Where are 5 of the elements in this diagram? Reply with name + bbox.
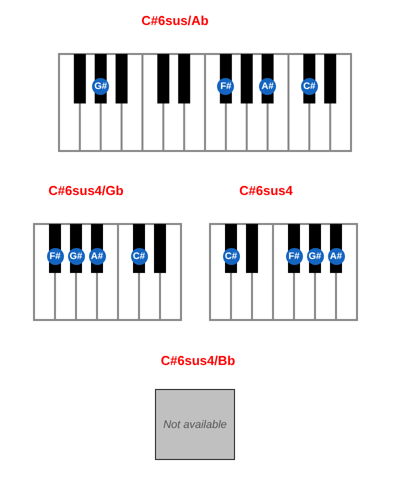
chord-name: C#6sus/Ab	[141, 13, 209, 28]
chord-name: C#6sus4/Gb	[48, 183, 124, 198]
chord-name: C#6sus4	[239, 183, 293, 198]
chord-name: C#6sus4/Bb	[160, 353, 236, 368]
placeholder-box: Not available	[155, 389, 235, 460]
